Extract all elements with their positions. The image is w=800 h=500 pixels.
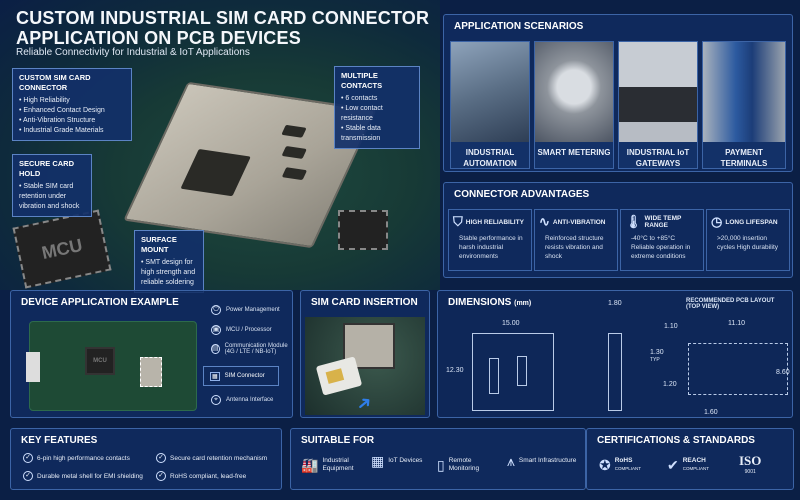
connector-top-view-drawing (472, 333, 554, 411)
check-icon: ✓ (23, 471, 33, 481)
key-features-panel: KEY FEATURES ✓6-pin high performance con… (10, 428, 282, 490)
dim-pad-width: 1.20 (663, 381, 677, 388)
page-subtitle: Reliable Connectivity for Industrial & I… (16, 47, 250, 58)
device-board-image: MCU (26, 321, 197, 411)
check-icon: ✓ (156, 471, 166, 481)
board-sim-connector (140, 357, 162, 387)
item-antenna-interface: ⌖Antenna Interface (211, 395, 273, 405)
check-icon: ✓ (156, 453, 166, 463)
app-card-payment-terminals: PAYMENT TERMINALS (702, 41, 786, 169)
app-card-smart-metering: SMART METERING (534, 41, 614, 169)
reach-check-icon: ✔ (667, 457, 679, 473)
sim-insertion-panel: SIM CARD INSERTION ➜ (300, 290, 430, 418)
advantage-wide-temp: 🌡WIDE TEMP RANGE-40°C to +85°C Reliable … (620, 209, 704, 271)
antenna-icon: ⌖ (211, 395, 221, 405)
device-example-panel: DEVICE APPLICATION EXAMPLE MCU ⏻Power Ma… (10, 290, 293, 418)
callout-multiple-contacts: MULTIPLE CONTACTS 6 contactsLow contact … (334, 66, 420, 149)
application-scenarios-panel: APPLICATION SCENARIOS INDUSTRIAL AUTOMAT… (443, 14, 793, 172)
board-mcu: MCU (85, 347, 115, 375)
power-icon: ⏻ (211, 305, 221, 315)
dim-height: 12.30 (446, 367, 464, 374)
waveform-icon: ∿ (539, 214, 550, 229)
router-image (619, 42, 697, 142)
check-icon: ✓ (23, 453, 33, 463)
dim-thickness: 1.80 (608, 300, 622, 307)
robot-arm-image (451, 42, 529, 142)
sim-insertion-image: ➜ (305, 317, 425, 416)
advantage-long-lifespan: ◷LONG LIFESPAN>20,000 insertion cycles H… (706, 209, 790, 271)
feature-item: ✓Durable metal shell for EMI shielding (23, 471, 143, 481)
dim-pcb-pitch: 11.10 (728, 320, 745, 327)
kiosk-image (703, 42, 785, 142)
item-mcu-processor: ▣MCU / Processor (211, 325, 272, 335)
sim-icon: ▦ (210, 371, 220, 381)
dim-span-y: 8.60 (776, 369, 790, 376)
section-title: SUITABLE FOR (301, 435, 375, 446)
suitable-remote-monitoring: ▯Remote Monitoring (437, 457, 480, 473)
section-title: DIMENSIONS (mm) (448, 297, 532, 308)
dim-pad-offset: 1.10 (664, 323, 678, 330)
ic-chip (338, 210, 388, 250)
item-sim-connector: ▦SIM Connector (203, 366, 279, 386)
callout-surface-mount: SURFACE MOUNT SMT design for high streng… (134, 230, 204, 293)
app-card-iot-gateways: INDUSTRIAL IoT GATEWAYS (618, 41, 698, 169)
pcb-layout-title: RECOMMENDED PCB LAYOUT(TOP VIEW) (686, 298, 775, 310)
section-title: CONNECTOR ADVANTAGES (454, 189, 590, 200)
app-card-industrial-automation: INDUSTRIAL AUTOMATION (450, 41, 530, 169)
section-title: SIM CARD INSERTION (311, 297, 418, 308)
section-title: CERTIFICATIONS & STANDARDS (597, 435, 755, 446)
rohs-badge-icon: ✪ (599, 457, 611, 473)
item-power-management: ⏻Power Management (211, 305, 280, 315)
tower-icon: ⩚ (507, 453, 515, 469)
mcu-label: MCU (39, 234, 85, 263)
section-title: KEY FEATURES (21, 435, 98, 446)
clock-icon: ◷ (711, 214, 723, 229)
feature-item: ✓RoHS compliant, lead-free (156, 471, 246, 481)
pcb-layout-drawing (688, 343, 788, 395)
insert-arrow-icon: ➜ (352, 390, 377, 416)
factory-icon: 🏭 (301, 457, 319, 473)
shield-icon: ⛉ (453, 214, 463, 229)
mcu-chip: MCU (12, 209, 112, 289)
meter-image (535, 42, 613, 142)
section-title: DEVICE APPLICATION EXAMPLE (21, 297, 179, 308)
section-title: APPLICATION SCENARIOS (454, 21, 584, 32)
suitable-iot-devices: ▦IoT Devices (371, 453, 423, 469)
callout-secure-card-hold: SECURE CARD HOLD Stable SIM card retenti… (12, 154, 92, 217)
connector-side-view-drawing (608, 333, 622, 411)
phone-monitor-icon: ▯ (437, 457, 445, 473)
suitable-for-panel: SUITABLE FOR 🏭Industrial Equipment ▦IoT … (290, 428, 586, 490)
module-icon: ▤ (211, 344, 220, 354)
sim-card (315, 356, 363, 396)
suitable-industrial-equipment: 🏭Industrial Equipment (301, 457, 354, 473)
dim-pad-gap: 1.60 (704, 409, 718, 416)
dimensions-panel: DIMENSIONS (mm) 15.00 12.30 1.80 RECOMME… (437, 290, 793, 418)
suitable-smart-infrastructure: ⩚Smart Infrastructure (507, 453, 577, 469)
thermometer-icon: 🌡 (625, 214, 642, 229)
feature-item: ✓Secure card retention mechanism (156, 453, 267, 463)
board-header-connector (26, 352, 40, 382)
chip-icon: ▦ (371, 453, 385, 469)
dim-width: 15.00 (502, 320, 520, 327)
item-communication-module: ▤Communication Module (4G / LTE / NB-IoT… (211, 343, 288, 355)
feature-item: ✓6-pin high performance contacts (23, 453, 130, 463)
callout-custom-sim: CUSTOM SIM CARD CONNECTOR High Reliabili… (12, 68, 132, 141)
cpu-icon: ▣ (211, 325, 221, 335)
